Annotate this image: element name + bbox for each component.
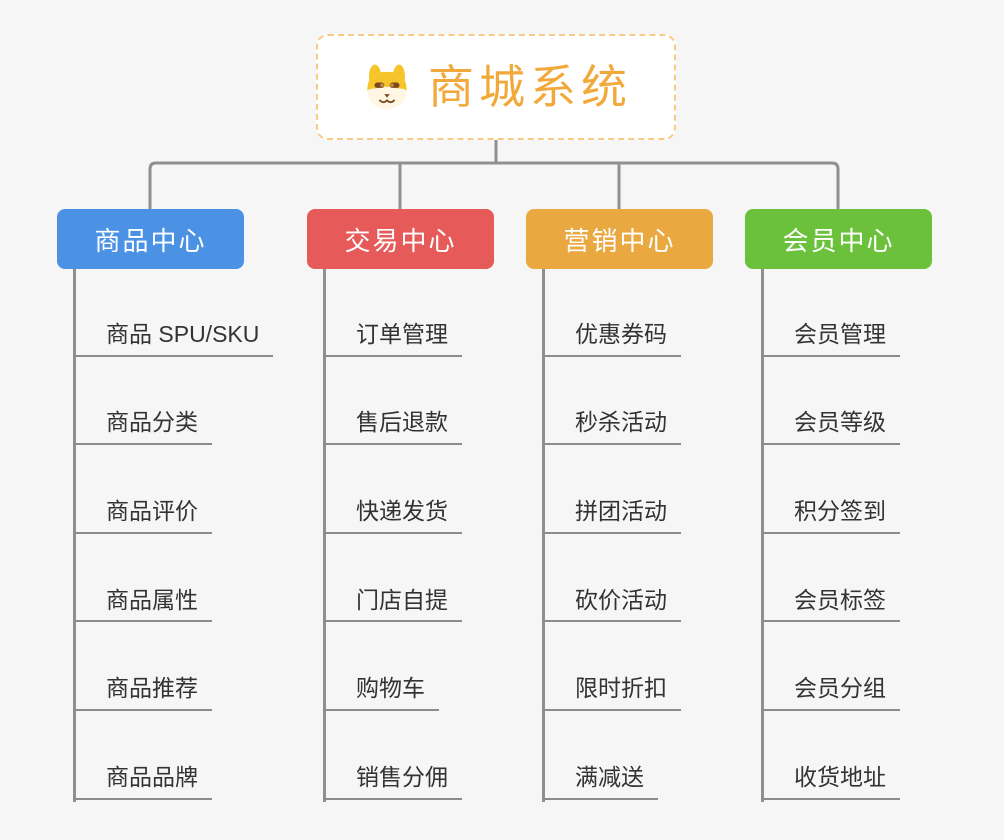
- shiba-dog-icon: [360, 62, 414, 112]
- child-topic[interactable]: 会员分组: [761, 674, 900, 711]
- child-topic[interactable]: 门店自提: [323, 586, 462, 623]
- child-topic[interactable]: 商品推荐: [73, 674, 212, 711]
- branch-children: 商品 SPU/SKU 商品分类 商品评价 商品属性 商品推荐 商品品牌: [73, 268, 274, 800]
- child-topic[interactable]: 商品评价: [73, 497, 212, 534]
- child-topic[interactable]: 销售分佣: [323, 763, 462, 800]
- child-topic[interactable]: 优惠券码: [542, 320, 681, 357]
- child-topic[interactable]: 积分签到: [761, 497, 900, 534]
- branch-connector-line: [73, 269, 76, 802]
- child-topic[interactable]: 售后退款: [323, 408, 462, 446]
- root-node[interactable]: 商城系统: [316, 34, 676, 140]
- branch-children: 优惠券码 秒杀活动 拼团活动 砍价活动 限时折扣 满减送: [542, 268, 681, 800]
- child-topic[interactable]: 商品分类: [73, 408, 212, 446]
- child-topic[interactable]: 订单管理: [323, 320, 462, 357]
- child-topic[interactable]: 砍价活动: [542, 586, 681, 623]
- branch-node-marketing[interactable]: 营销中心: [526, 209, 713, 269]
- branch-column-products: 商品中心 商品 SPU/SKU 商品分类 商品评价 商品属性 商品推荐 商品品牌: [57, 209, 307, 840]
- branch-column-trade: 交易中心 订单管理 售后退款 快递发货 门店自提 购物车 销售分佣: [307, 209, 557, 840]
- branch-node-trade[interactable]: 交易中心: [307, 209, 494, 269]
- branch-connector-line: [761, 269, 764, 802]
- branch-node-products[interactable]: 商品中心: [57, 209, 244, 269]
- child-topic[interactable]: 会员标签: [761, 586, 900, 623]
- child-topic[interactable]: 会员管理: [761, 320, 900, 357]
- child-topic[interactable]: 秒杀活动: [542, 408, 681, 446]
- branch-children: 会员管理 会员等级 积分签到 会员标签 会员分组 收货地址: [761, 268, 900, 800]
- child-topic[interactable]: 收货地址: [761, 763, 900, 800]
- branch-column-members: 会员中心 会员管理 会员等级 积分签到 会员标签 会员分组 收货地址: [745, 209, 995, 840]
- branch-column-marketing: 营销中心 优惠券码 秒杀活动 拼团活动 砍价活动 限时折扣 满减送: [526, 209, 776, 840]
- child-topic[interactable]: 商品品牌: [73, 763, 212, 800]
- child-topic[interactable]: 限时折扣: [542, 674, 681, 711]
- child-topic[interactable]: 满减送: [542, 763, 658, 800]
- branch-connector-line: [542, 269, 545, 802]
- child-topic[interactable]: 会员等级: [761, 408, 900, 446]
- branch-children: 订单管理 售后退款 快递发货 门店自提 购物车 销售分佣: [323, 268, 462, 800]
- child-topic[interactable]: 商品属性: [73, 586, 212, 623]
- child-topic[interactable]: 快递发货: [323, 497, 462, 534]
- branch-connector-line: [323, 269, 326, 802]
- root-title: 商城系统: [428, 61, 632, 113]
- child-topic[interactable]: 购物车: [323, 674, 439, 711]
- branch-node-members[interactable]: 会员中心: [745, 209, 932, 269]
- child-topic[interactable]: 商品 SPU/SKU: [73, 320, 274, 357]
- child-topic[interactable]: 拼团活动: [542, 497, 681, 534]
